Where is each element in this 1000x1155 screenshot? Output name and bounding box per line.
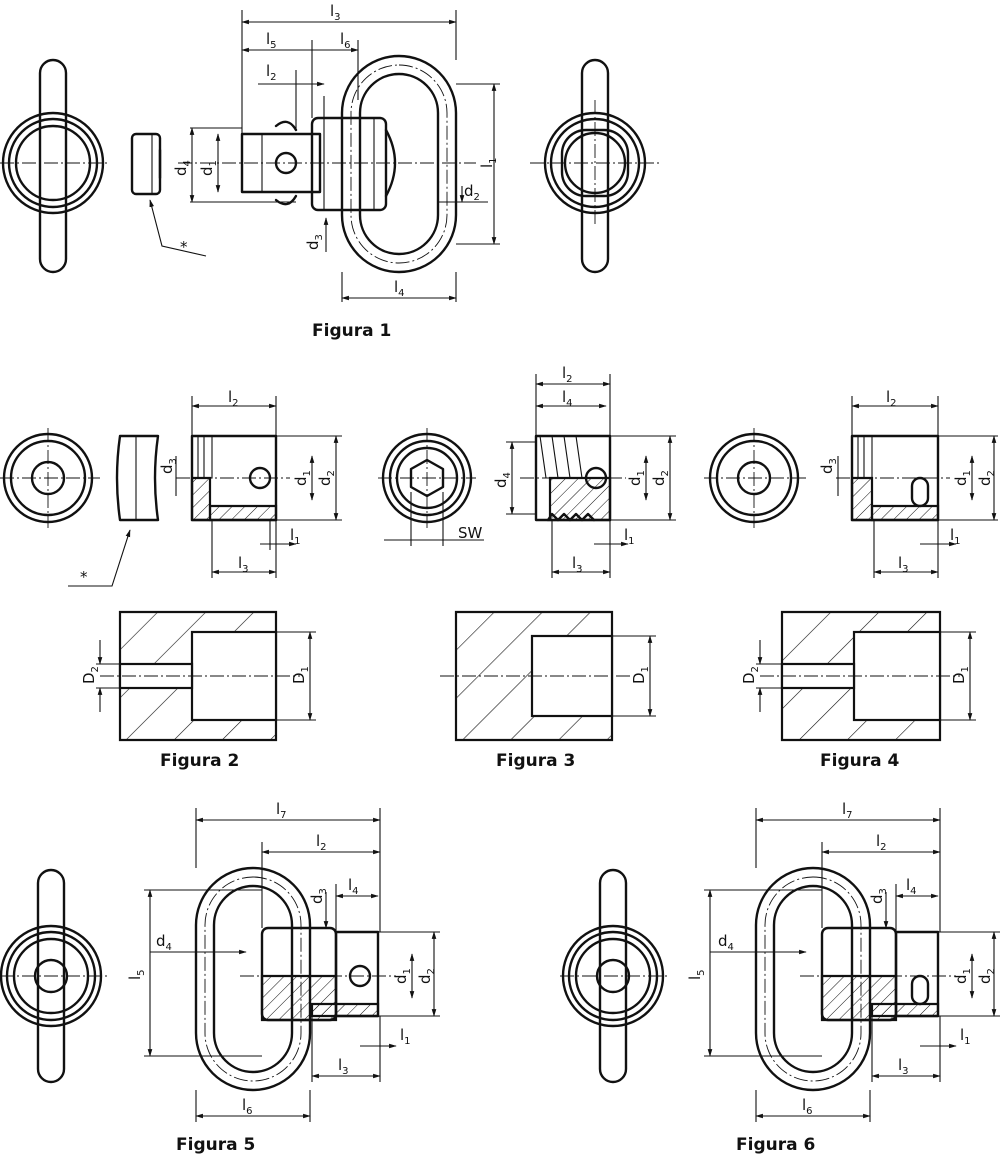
dim-l2-fig3: l2 — [562, 364, 573, 385]
fig2-end-view — [0, 428, 100, 528]
dim-D1-fig4: D1 — [950, 666, 971, 684]
dim-d1-fig2: d1 — [292, 470, 313, 486]
fig4-dimensions — [837, 396, 998, 578]
dim-l2-fig6: l2 — [876, 832, 887, 853]
dim-d4-fig6: d4 — [718, 932, 734, 953]
fig1-end-view-left — [0, 58, 110, 274]
caption-figura-2: Figura 2 — [160, 751, 239, 771]
dim-l2-fig1: l2 — [266, 62, 277, 83]
caption-figura-6: Figura 6 — [736, 1135, 815, 1155]
dim-d2-fig6: d2 — [976, 968, 997, 984]
dim-l5-fig6: l5 — [686, 969, 707, 980]
figure-5-drawing — [0, 808, 440, 1122]
dim-d1-fig3: d1 — [626, 470, 647, 486]
dim-l1-fig5: l1 — [400, 1026, 411, 1047]
dim-l1-fig6: l1 — [960, 1026, 971, 1047]
dim-D1-fig3: D1 — [630, 666, 651, 684]
dim-d3-fig6: d3 — [868, 888, 889, 904]
fig1-end-view-right — [530, 58, 660, 274]
figure-4-drawing — [704, 396, 998, 742]
fig1-dimensions — [189, 10, 500, 302]
dim-l2-fig2: l2 — [228, 388, 239, 409]
dim-l7-fig5: l7 — [276, 800, 287, 821]
dim-d4-fig1: d4 — [172, 160, 193, 176]
fig2-dimensions — [175, 396, 342, 578]
fig4-bore-section — [756, 610, 976, 742]
figure-1-drawing — [0, 10, 660, 302]
dim-l3-fig6: l3 — [898, 1056, 909, 1077]
dim-l5-fig1: l5 — [266, 30, 277, 51]
dim-sw-fig3: SW — [458, 524, 483, 542]
fig4-section — [836, 434, 950, 522]
dim-d1-fig6: d1 — [952, 968, 973, 984]
dim-D2-fig2: D2 — [80, 666, 101, 684]
caption-figura-5: Figura 5 — [176, 1135, 255, 1155]
dim-D2-fig4: D2 — [740, 666, 761, 684]
star-note-fig1: * — [180, 238, 188, 256]
dim-D1-fig2: D1 — [290, 666, 311, 684]
dim-l1-fig1: l1 — [478, 157, 499, 168]
dim-l4-fig5: l4 — [348, 876, 359, 897]
fig3-threaded-insert — [520, 434, 626, 522]
dim-d1-fig1: d1 — [198, 160, 219, 176]
dim-d3-fig4: d3 — [818, 458, 839, 474]
fig5-end-view — [0, 868, 110, 1084]
dim-l5-fig5: l5 — [126, 969, 147, 980]
dimension-labels: l3 l5 l6 l2 d4 d1 l1 d2 d3 l4 * l2 d3 d1… — [80, 2, 997, 1117]
dim-l2-fig4: l2 — [886, 388, 897, 409]
fig1-pin-body — [178, 116, 476, 212]
dim-l4-fig1: l4 — [394, 278, 405, 299]
dim-l3-fig1: l3 — [330, 2, 341, 23]
fig2-section — [176, 434, 290, 522]
figure-3-drawing — [378, 374, 676, 742]
fig2-insert-strip — [68, 434, 160, 587]
dim-d1-fig5: d1 — [392, 968, 413, 984]
dim-l3-fig3: l3 — [572, 554, 583, 575]
dim-d1-fig4: d1 — [952, 470, 973, 486]
caption-figura-4: Figura 4 — [820, 751, 899, 771]
figure-2-drawing — [0, 396, 342, 742]
fig3-bore-section — [440, 610, 656, 742]
star-note-fig2: * — [80, 568, 88, 586]
dim-d3-fig1: d3 — [304, 234, 325, 250]
dim-l6-fig1: l6 — [340, 30, 351, 51]
dim-l2-fig5: l2 — [316, 832, 327, 853]
dim-l4-fig3: l4 — [562, 388, 573, 409]
caption-figura-3: Figura 3 — [496, 751, 575, 771]
dim-l3-fig2: l3 — [238, 554, 249, 575]
figure-captions: Figura 1 Figura 2 Figura 3 Figura 4 Figu… — [160, 321, 899, 1155]
dim-l1-fig3: l1 — [624, 526, 635, 547]
dim-l6-fig6: l6 — [802, 1096, 813, 1117]
caption-figura-1: Figura 1 — [312, 321, 391, 341]
dim-l1-fig2: l1 — [290, 526, 301, 547]
dim-d3-fig5: d3 — [308, 888, 329, 904]
dim-l3-fig5: l3 — [338, 1056, 349, 1077]
dim-l3-fig4: l3 — [898, 554, 909, 575]
dim-d2-fig5: d2 — [416, 968, 437, 984]
dim-d4-fig3: d4 — [492, 472, 513, 488]
dim-d2-fig3: d2 — [650, 470, 671, 486]
dim-l6-fig5: l6 — [242, 1096, 253, 1117]
figure-6-drawing — [560, 808, 1000, 1122]
dim-l1-fig4: l1 — [950, 526, 961, 547]
dim-d3-fig2: d3 — [158, 458, 179, 474]
dim-d2-fig1: d2 — [464, 182, 480, 203]
fig3-end-view — [378, 428, 484, 546]
fig5-dimensions — [144, 808, 440, 1122]
fig5-pin-section — [240, 926, 396, 1022]
dim-d4-fig5: d4 — [156, 932, 172, 953]
dim-d2-fig2: d2 — [316, 470, 337, 486]
fig6-pin-section — [800, 926, 956, 1022]
fig6-end-view — [560, 868, 670, 1084]
fig6-dimensions — [704, 808, 1000, 1122]
fig4-end-view — [704, 428, 806, 528]
fig3-dimensions — [506, 374, 676, 578]
fig1-ring — [340, 54, 458, 274]
dim-l4-fig6: l4 — [906, 876, 917, 897]
fig1-disc — [130, 132, 207, 257]
dim-l7-fig6: l7 — [842, 800, 853, 821]
dim-d2-fig4: d2 — [976, 470, 997, 486]
fig2-bore-section — [96, 610, 316, 742]
